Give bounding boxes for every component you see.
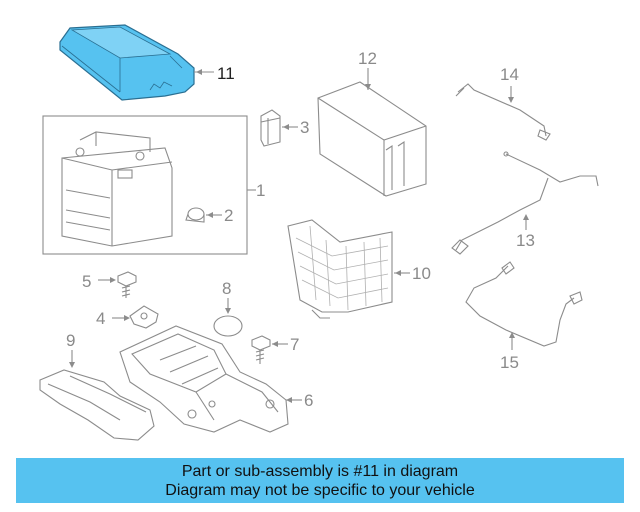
part-2-plug[interactable]	[185, 207, 205, 223]
callout-14[interactable]: 14	[500, 65, 519, 84]
part-8-seal[interactable]	[213, 315, 243, 337]
part-15-cable[interactable]	[465, 261, 583, 347]
part-9-tray-plate[interactable]	[39, 369, 155, 441]
banner-line-2: Diagram may not be specific to your vehi…	[165, 481, 475, 499]
part-1-frame	[42, 115, 248, 255]
callout-12[interactable]: 12	[358, 49, 377, 68]
callout-4[interactable]: 4	[96, 309, 105, 328]
parts-diagram: 11 1 2 3 12 14	[39, 24, 599, 441]
callout-9[interactable]: 9	[66, 331, 75, 350]
info-banner: Part or sub-assembly is #11 in diagram D…	[16, 458, 624, 503]
part-13-cable[interactable]	[451, 151, 599, 255]
part-1-battery[interactable]	[61, 131, 173, 247]
callout-6[interactable]: 6	[304, 391, 313, 410]
part-10-battery-tray[interactable]	[287, 219, 393, 319]
part-7-screw[interactable]	[251, 335, 271, 364]
callout-3[interactable]: 3	[300, 118, 309, 137]
callout-7[interactable]: 7	[290, 335, 299, 354]
callout-2[interactable]: 2	[224, 206, 233, 225]
part-11-battery-cover[interactable]	[59, 24, 195, 101]
part-6-battery-carrier[interactable]	[119, 325, 289, 433]
part-5-bolt[interactable]	[117, 271, 137, 298]
callout-10[interactable]: 10	[412, 264, 431, 283]
callout-13[interactable]: 13	[516, 231, 535, 250]
part-14-cable[interactable]	[455, 83, 551, 141]
callout-8[interactable]: 8	[222, 279, 231, 298]
part-4-clamp[interactable]	[129, 305, 159, 329]
banner-line-1: Part or sub-assembly is #11 in diagram	[181, 462, 459, 480]
callout-1[interactable]: 1	[256, 181, 265, 200]
callout-15[interactable]: 15	[500, 353, 519, 372]
callout-5[interactable]: 5	[82, 272, 91, 291]
part-3-vent-cap[interactable]	[260, 109, 281, 147]
callout-11[interactable]: 11	[217, 64, 235, 83]
part-12-battery[interactable]	[317, 81, 427, 197]
